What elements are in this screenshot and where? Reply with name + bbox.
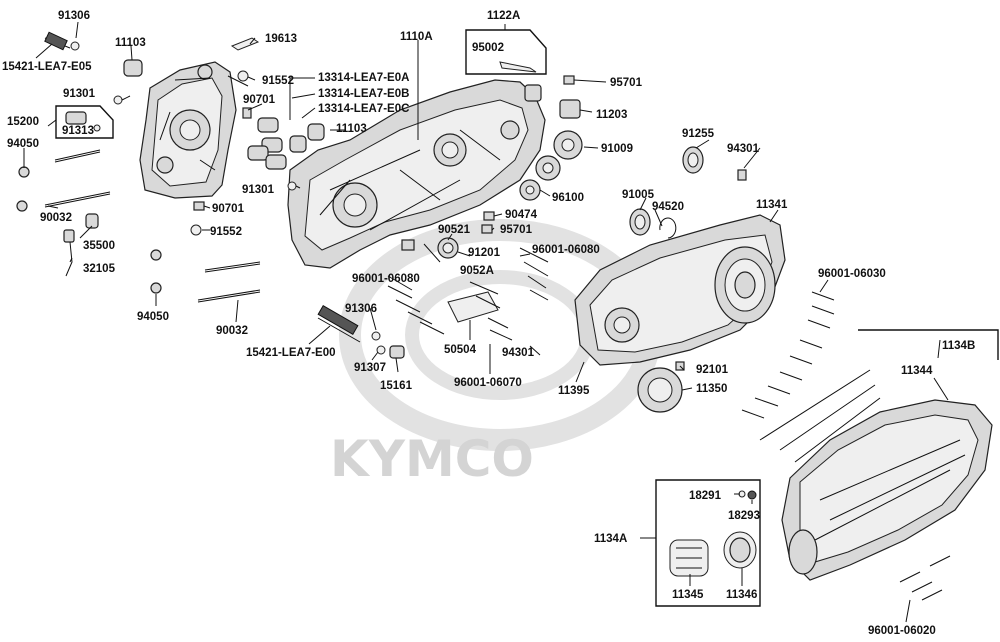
label-13314-lea7-e0b: 13314-LEA7-E0B	[318, 88, 409, 100]
label-91005: 91005	[622, 189, 655, 201]
label-11350: 11350	[696, 383, 727, 395]
air-cleaner-1134b	[781, 399, 993, 581]
label-96100: 96100	[552, 192, 584, 204]
label-94301: 94301	[727, 143, 760, 155]
label-11103: 11103	[115, 37, 146, 49]
label-91552-b: 91552	[210, 226, 242, 238]
label-91301-b: 91301	[242, 184, 275, 196]
label-35500: 35500	[83, 240, 115, 252]
label-90032-b: 90032	[216, 325, 248, 337]
label-19613: 19613	[265, 33, 297, 45]
label-11395: 11395	[558, 385, 590, 397]
label-91306-b: 91306	[345, 303, 377, 315]
label-91201: 91201	[468, 247, 501, 259]
label-91009: 91009	[601, 143, 633, 155]
label-15421-lea7-e00: 15421-LEA7-E00	[246, 347, 336, 359]
small-parts	[16, 31, 951, 601]
left-crankcase	[139, 61, 237, 199]
label-94050-b: 94050	[137, 311, 169, 323]
filter-element-11345	[669, 539, 709, 577]
label-96001-06030: 96001-06030	[818, 268, 886, 280]
label-1122a: 1122A	[487, 10, 520, 22]
label-13314-lea7-e0c: 13314-LEA7-E0C	[318, 103, 409, 115]
label-91255: 91255	[682, 128, 715, 140]
label-15421-lea7-e05: 15421-LEA7-E05	[2, 61, 92, 73]
watermark-text: KYMCO	[330, 430, 534, 488]
label-9052a: 9052A	[460, 265, 494, 277]
label-91552: 91552	[262, 75, 294, 87]
label-96001-06080-b: 96001-06080	[352, 273, 420, 285]
label-94301-b: 94301	[502, 347, 535, 359]
label-91306: 91306	[58, 10, 90, 22]
label-95701: 95701	[610, 77, 643, 89]
label-11341: 11341	[756, 199, 788, 211]
label-90032: 90032	[40, 212, 72, 224]
label-11345: 11345	[672, 589, 704, 601]
transmission-cover-11341	[574, 214, 786, 366]
annotation-frames	[23, 21, 999, 623]
part-labels: 91306 15421-LEA7-E05 11103 19613 1110A 1…	[2, 10, 975, 637]
label-32105: 32105	[83, 263, 116, 275]
label-91313: 91313	[62, 125, 94, 137]
label-15200: 15200	[7, 116, 39, 128]
label-90701: 90701	[243, 94, 276, 106]
label-96001-06080: 96001-06080	[532, 244, 600, 256]
label-15161: 15161	[380, 380, 413, 392]
label-11346: 11346	[726, 589, 757, 601]
label-11344: 11344	[901, 365, 933, 377]
label-96001-06020: 96001-06020	[868, 625, 936, 637]
label-91301: 91301	[63, 88, 96, 100]
label-90474: 90474	[505, 209, 538, 221]
label-1110a: 1110A	[400, 31, 433, 43]
label-92101: 92101	[696, 364, 729, 376]
label-94520: 94520	[652, 201, 684, 213]
label-11103-b: 11103	[336, 123, 367, 135]
label-96001-06070: 96001-06070	[454, 377, 522, 389]
label-90701-b: 90701	[212, 203, 245, 215]
label-91307: 91307	[354, 362, 386, 374]
label-94050: 94050	[7, 138, 39, 150]
label-1134a: 1134A	[594, 533, 627, 545]
label-90521: 90521	[438, 224, 471, 236]
label-95701-b: 95701	[500, 224, 533, 236]
filter-clamp-11346	[723, 531, 757, 569]
main-crankcase-1110a	[287, 79, 546, 269]
label-50504: 50504	[444, 344, 477, 356]
label-18293: 18293	[728, 510, 760, 522]
label-13314-lea7-e0a: 13314-LEA7-E0A	[318, 72, 409, 84]
label-18291: 18291	[689, 490, 722, 502]
label-95002: 95002	[472, 42, 504, 54]
label-11203: 11203	[596, 109, 627, 121]
label-1134b: 1134B	[942, 340, 975, 352]
